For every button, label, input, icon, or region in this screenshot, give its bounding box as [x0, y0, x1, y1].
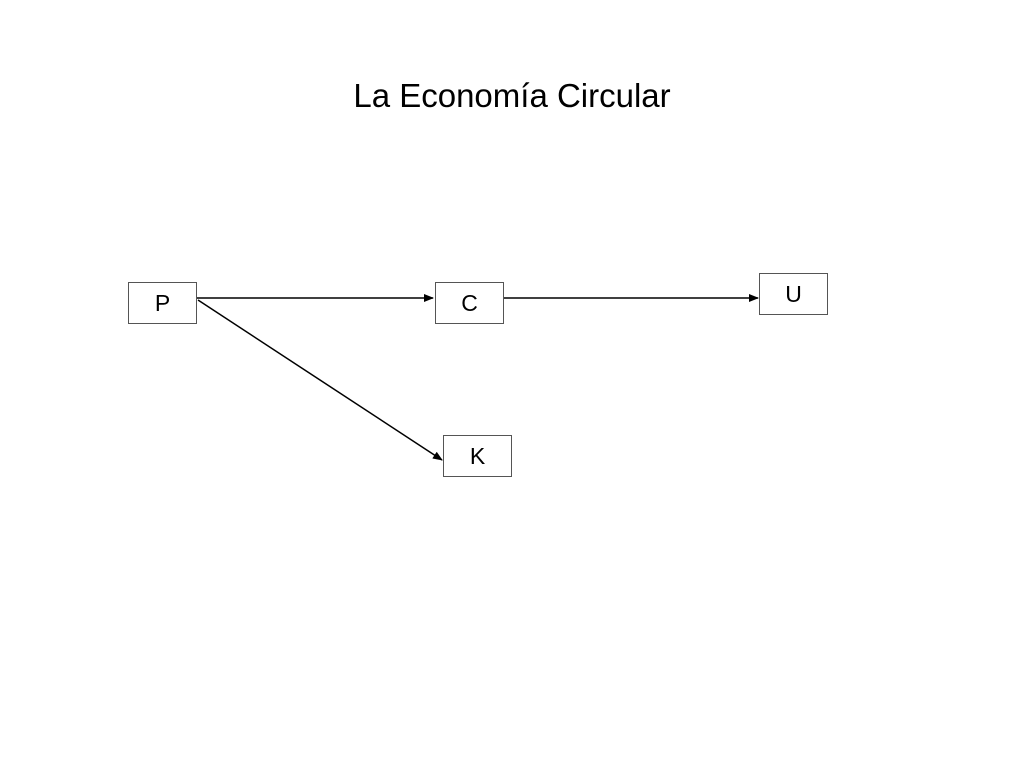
- node-k: K: [443, 435, 512, 477]
- node-u: U: [759, 273, 828, 315]
- node-k-label: K: [469, 442, 486, 469]
- node-p: P: [128, 282, 197, 324]
- node-p-label: P: [154, 289, 171, 316]
- node-c-label: C: [461, 289, 478, 316]
- edge-p-to-k: [197, 299, 443, 461]
- node-c: C: [435, 282, 504, 324]
- diagram-title: La Economía Circular: [353, 77, 671, 114]
- node-u-label: U: [785, 280, 802, 307]
